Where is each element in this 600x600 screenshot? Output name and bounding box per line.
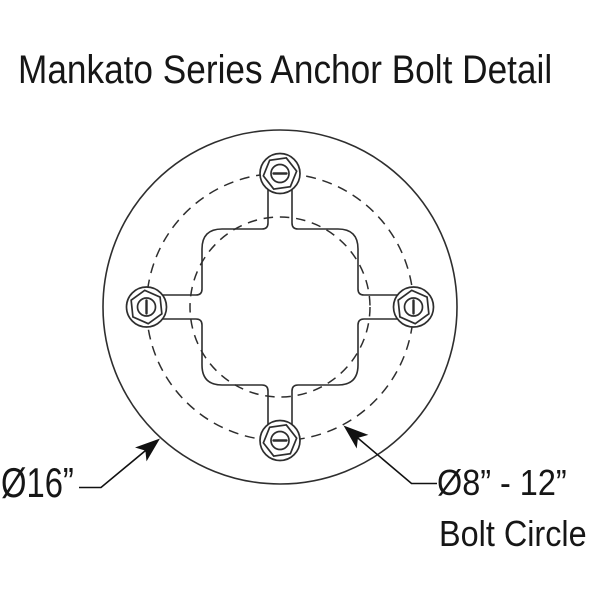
plate-corner-top-left: [162, 189, 269, 296]
leader-line: [79, 440, 158, 489]
plate-corner-bottom-left: [162, 318, 269, 425]
arrowhead-icon: [343, 425, 369, 449]
plate-corner-top-right: [291, 189, 398, 296]
anchor-bolt-top: [259, 152, 301, 195]
bolt-circle-dashed: [145, 172, 415, 442]
base-plate-outline: [162, 189, 398, 425]
outer-diameter-label: Ø16”: [1, 459, 74, 506]
arrowhead-icon: [135, 438, 160, 462]
page-title: Mankato Series Anchor Bolt Detail: [18, 48, 553, 92]
anchor-bolt-left: [125, 286, 168, 328]
bolt-circle-diameter-label: Ø8” - 12”: [437, 462, 567, 503]
outer-plate-circle: [102, 129, 458, 485]
bolt-circle-caption-label: Bolt Circle: [439, 513, 587, 554]
inner-dashed-circle: [189, 216, 371, 398]
leader-bolt-circle: [343, 425, 437, 485]
leader-line: [345, 427, 437, 485]
anchor-bolt-right: [392, 286, 435, 328]
anchor-bolt-bottom: [259, 419, 301, 462]
plate-corner-bottom-right: [291, 318, 398, 425]
leader-outer-diameter: [79, 438, 160, 489]
